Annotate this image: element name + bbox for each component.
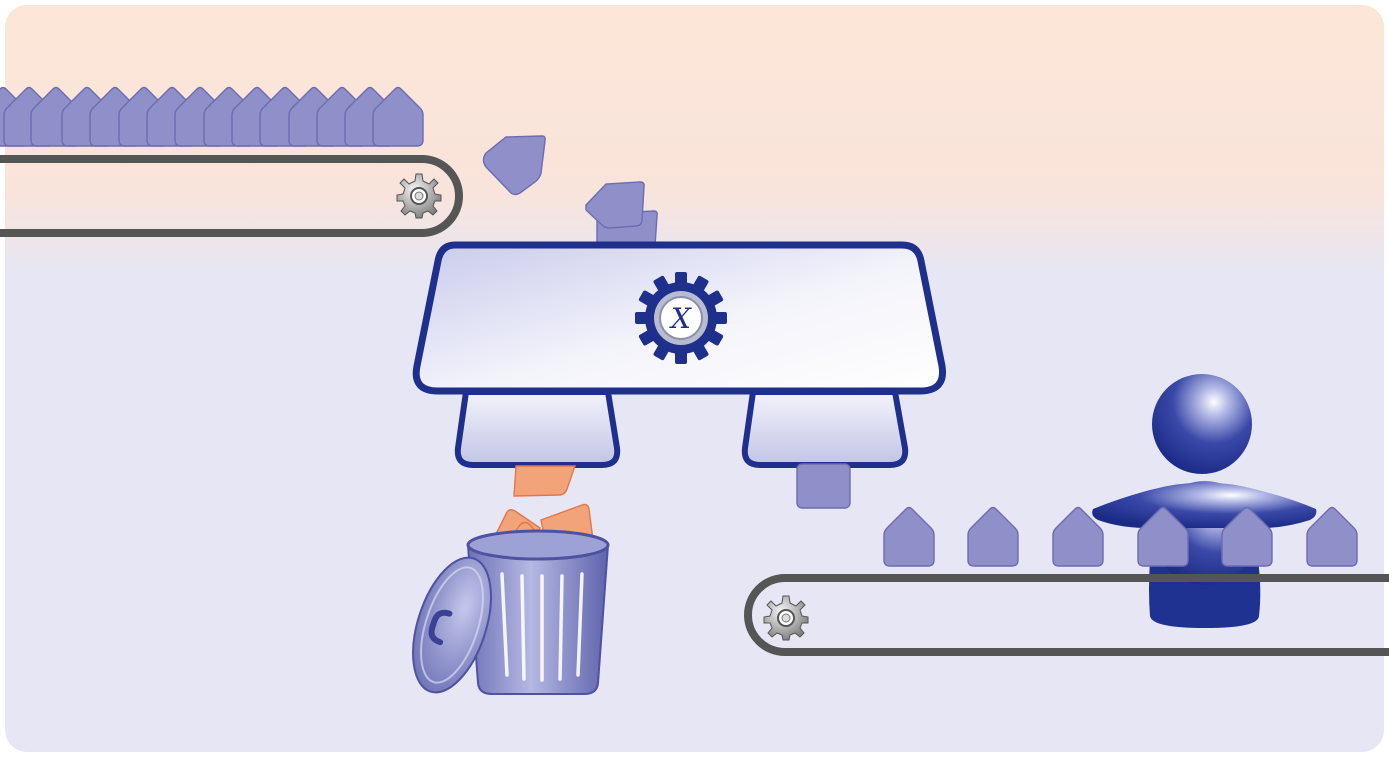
passed-item xyxy=(797,464,850,508)
gear-icon xyxy=(764,596,808,640)
gear-icon xyxy=(397,174,441,218)
machine-logo-letter: X xyxy=(669,302,692,335)
machine-foot-left xyxy=(458,392,617,465)
machine-foot-right xyxy=(745,392,905,465)
rejected-items xyxy=(514,466,575,496)
